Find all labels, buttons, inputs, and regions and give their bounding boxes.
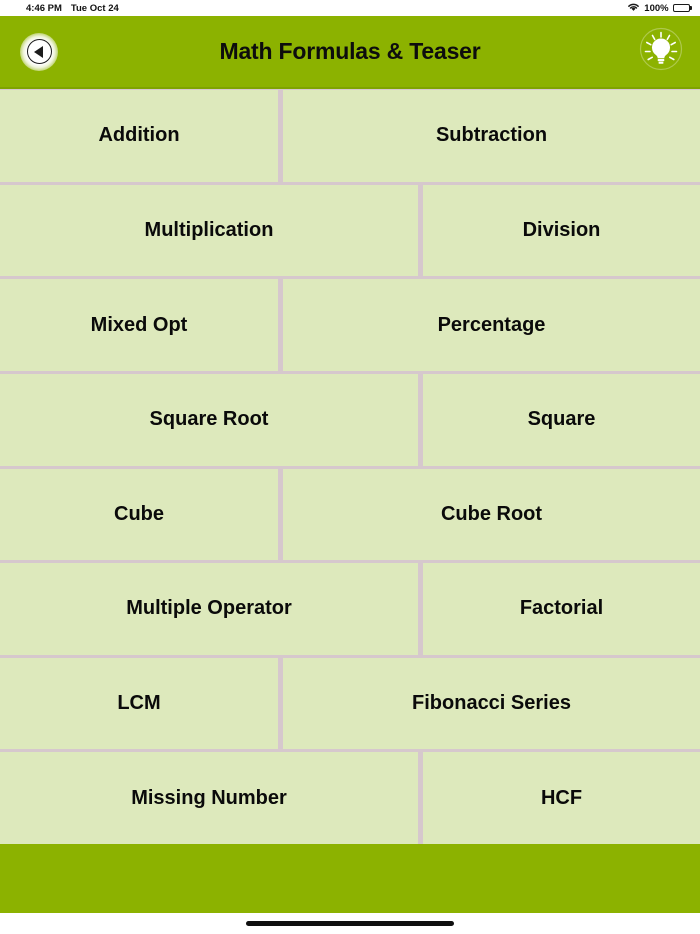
topic-row: Addition Subtraction xyxy=(0,90,700,182)
status-bar-date: Tue Oct 24 xyxy=(70,2,119,14)
status-bar: 4:46 PM Tue Oct 24 100% xyxy=(0,0,700,16)
home-indicator-area xyxy=(0,913,700,934)
topic-button-division[interactable]: Division xyxy=(423,184,700,277)
topic-row: Multiplication Division xyxy=(0,184,700,277)
topic-button-percentage[interactable]: Percentage xyxy=(283,279,700,371)
topic-button-cube[interactable]: Cube xyxy=(0,468,278,561)
topic-button-square-root[interactable]: Square Root xyxy=(0,373,418,466)
lightbulb-icon xyxy=(638,26,684,77)
topic-row: Missing Number HCF xyxy=(0,752,700,844)
status-bar-right: 100% xyxy=(627,2,692,15)
topic-button-missing-number[interactable]: Missing Number xyxy=(0,752,418,844)
topic-button-factorial[interactable]: Factorial xyxy=(423,563,700,655)
wifi-icon xyxy=(627,2,640,15)
back-button[interactable] xyxy=(20,32,58,71)
topic-button-square[interactable]: Square xyxy=(423,373,700,466)
battery-percent-label: 100% xyxy=(644,2,669,14)
topic-button-multiplication[interactable]: Multiplication xyxy=(0,184,418,277)
status-bar-time: 4:46 PM xyxy=(26,2,62,14)
hint-button[interactable] xyxy=(636,27,686,77)
battery-full-icon xyxy=(672,3,692,13)
topic-button-hcf[interactable]: HCF xyxy=(423,752,700,844)
topic-row: Multiple Operator Factorial xyxy=(0,563,700,655)
topic-button-addition[interactable]: Addition xyxy=(0,90,278,182)
topic-button-lcm[interactable]: LCM xyxy=(0,657,278,750)
topic-row: Square Root Square xyxy=(0,373,700,466)
topic-row: Cube Cube Root xyxy=(0,468,700,561)
page-title: Math Formulas & Teaser xyxy=(219,38,481,64)
topic-button-multiple-operator[interactable]: Multiple Operator xyxy=(0,563,418,655)
topic-row: Mixed Opt Percentage xyxy=(0,279,700,371)
topic-button-mixed-opt[interactable]: Mixed Opt xyxy=(0,279,278,371)
home-indicator[interactable] xyxy=(246,921,454,926)
topic-button-cube-root[interactable]: Cube Root xyxy=(283,468,700,561)
topic-grid: Addition Subtraction Multiplication Divi… xyxy=(0,89,700,844)
status-bar-left: 4:46 PM Tue Oct 24 xyxy=(26,3,119,14)
topic-row: LCM Fibonacci Series xyxy=(0,657,700,750)
app-header: Math Formulas & Teaser xyxy=(0,16,700,89)
back-arrow-icon xyxy=(26,39,52,64)
footer-bar xyxy=(0,844,700,913)
topic-button-subtraction[interactable]: Subtraction xyxy=(283,90,700,182)
topic-button-fibonacci-series[interactable]: Fibonacci Series xyxy=(283,657,700,750)
